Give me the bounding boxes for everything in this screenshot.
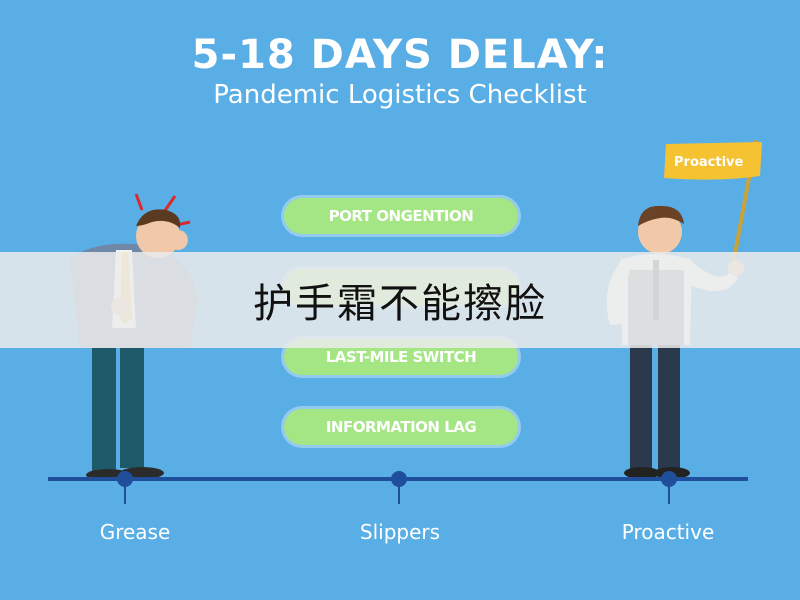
timeline-tick (124, 486, 126, 504)
timeline-label: Proactive (621, 520, 715, 544)
overlay-banner: 护手霜不能擦脸 (0, 252, 800, 348)
timeline-label: Grease (99, 520, 171, 544)
timeline-marker (391, 471, 407, 487)
checklist-item: INFORMATION LAG (284, 409, 518, 445)
overlay-text: 护手霜不能擦脸 (253, 281, 547, 327)
checklist-item: PORT ONGENTION (284, 198, 518, 234)
timeline-marker (661, 471, 677, 487)
flag-icon: Proactive (664, 140, 762, 271)
page-title: 5-18 DAYS DELAY: (191, 32, 609, 78)
timeline-marker (117, 471, 133, 487)
timeline-tick (668, 486, 670, 504)
timeline-tick (398, 486, 400, 504)
page-subtitle: Pandemic Logistics Checklist (213, 80, 587, 110)
flag-label: Proactive (674, 155, 743, 170)
timeline-label: Slippers (359, 520, 441, 544)
